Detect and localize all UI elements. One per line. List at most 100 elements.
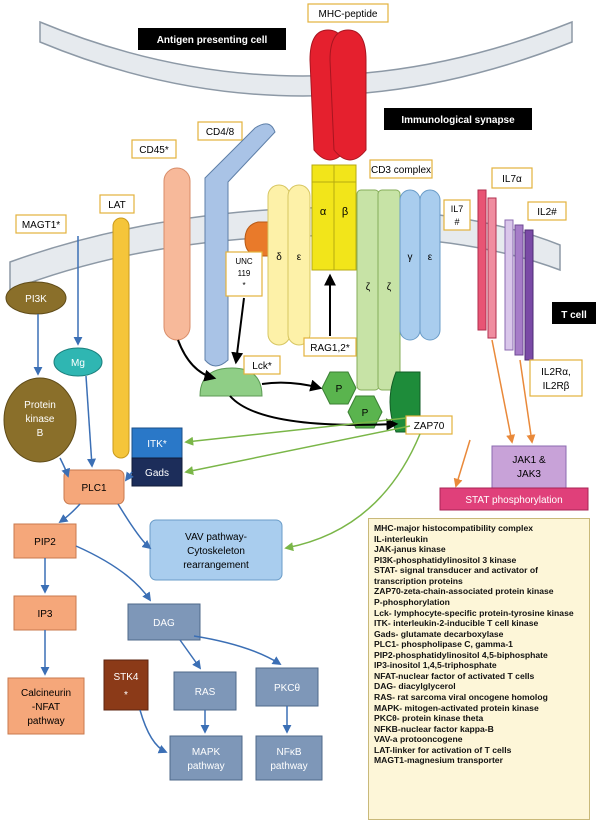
legend-entry: MAGT1-magnesium transporter: [374, 755, 503, 766]
ip3-node: [13, 595, 77, 631]
lck-label: Lck*: [252, 361, 272, 372]
unc-label-2: 119: [238, 269, 251, 278]
arrow-gads-plc1: [124, 471, 134, 482]
phospho-node-2: [347, 395, 383, 429]
rag-label: RAG1,2*: [310, 343, 350, 354]
il2-label-box: [527, 201, 567, 221]
vav-label-3: rearrangement: [183, 560, 249, 571]
apc-membrane: [39, 20, 573, 97]
dag-label: DAG: [153, 618, 175, 629]
il7-hash: #: [454, 217, 459, 227]
arrow-stk4-mapk: [139, 709, 168, 754]
vav-node: [149, 519, 283, 581]
cd3-gamma-chain: [399, 189, 421, 341]
legend-entry: MAPK- mitogen-activated protein kinase: [374, 702, 539, 713]
il2-receptor-chain-1: [504, 219, 514, 351]
il2-receptor-chain-3: [524, 229, 534, 361]
plc1-label: PLC1: [81, 483, 106, 494]
il7-alpha-label-box: [491, 167, 533, 189]
nfkb-label-2: pathway: [270, 761, 307, 772]
mg-label: Mg: [71, 358, 85, 369]
il7-label: IL7: [451, 204, 464, 214]
ip3-label: IP3: [37, 609, 52, 620]
ras-label: RAS: [195, 687, 216, 698]
lat-label-box: [99, 194, 135, 214]
jak-label-1: JAK1 &: [512, 455, 546, 466]
pi3k-label: PI3K: [25, 294, 47, 305]
calcineurin-label-3: pathway: [27, 716, 64, 727]
pip2-label: PIP2: [34, 537, 56, 548]
cd45-label-box: [131, 139, 177, 159]
apc-label: Antigen presenting cell: [157, 35, 268, 46]
cd3-delta-chain: [267, 184, 291, 346]
nfkb-label-1: NFκB: [277, 747, 302, 758]
legend-entry: VAV-a protooncogene: [374, 734, 463, 745]
arrow-mg-plc1: [85, 375, 97, 468]
legend-entry: PLC1- phospholipase C, gamma-1: [374, 639, 513, 650]
il2r-label-1: IL2Rα,: [541, 367, 571, 378]
mapk-node: [169, 735, 243, 781]
legend-entry: IP3-inositol 1,4,5-triphosphate: [374, 660, 497, 671]
unc-label: UNC: [235, 257, 253, 266]
legend-entry: MHC-major histocompatibility complex: [374, 523, 534, 533]
pkb-label-2: kinase: [26, 414, 55, 425]
lck-label-box: [243, 355, 281, 375]
stk4-label: STK4: [113, 672, 138, 683]
arrow-il7r-jak: [491, 339, 516, 444]
stk4-node: [103, 659, 149, 711]
unc-label-box: [225, 251, 263, 297]
phospho-label-1: P: [336, 384, 343, 395]
legend-entry: ZAP70-zeta-chain-associated protein kina…: [374, 586, 554, 597]
beta-label: β: [342, 206, 348, 218]
mhc-label-box: [307, 3, 389, 23]
legend-entry: RAS- rat sarcoma viral oncogene homolog: [374, 692, 548, 702]
legend-entry: Gads- glutamate decarboxylase: [374, 628, 504, 639]
legend-entry: ITK- interleukin-2-inducible T cell kina…: [374, 618, 539, 629]
vav-label-1: VAV pathway-: [185, 532, 247, 543]
pkc-label: PKCθ: [274, 683, 301, 694]
legend-entry: JAK-janus kinase: [374, 544, 446, 555]
calcineurin-label-2: -NFAT: [32, 702, 60, 713]
pi3k-node: [5, 281, 67, 315]
arrow-unc-lck: [231, 297, 245, 365]
stk4-label-2: *: [124, 690, 128, 701]
itk-label: ITK*: [147, 439, 167, 450]
arrow-dag-pkc: [193, 635, 282, 665]
legend-entry: LAT-linker for activation of T cells: [374, 744, 512, 755]
il2r-label-box: [529, 359, 583, 397]
vav-label-2: Cytoskeleton: [187, 546, 245, 557]
cd48-molecule: [204, 123, 276, 367]
tcell-label-box: [552, 302, 596, 324]
arrow-cd45-lck: [177, 339, 217, 382]
cd3-label-box: [369, 159, 433, 179]
arrow-pkb-plc1: [59, 457, 70, 478]
epsilon-label-2: ε: [428, 252, 433, 263]
legend-entry: NFAT-nuclear factor of activated T cells: [374, 670, 535, 681]
legend-entry: PIP2-phosphatidylinositol 4,5-biphosphat…: [374, 649, 548, 660]
epsilon-label-1: ε: [297, 252, 302, 263]
unc-label-3: *: [242, 281, 245, 290]
jak-node: [491, 445, 567, 489]
mg-node: [53, 347, 103, 377]
mhc-peptide-molecule: [309, 29, 367, 161]
tcr-beta-chain: [333, 164, 357, 271]
legend-entry: STAT- signal transducer and activator of…: [374, 565, 538, 586]
arrow-lck-zap70: [229, 395, 399, 431]
cd48-label: CD4/8: [206, 127, 235, 138]
arrow-jak-stat: [453, 439, 471, 488]
arrow-zap70-itk: [184, 417, 407, 446]
cd3-epsilon-chain-2: [419, 189, 441, 341]
synapse-label: Immunological synapse: [401, 115, 515, 126]
cd45-label: CD45*: [139, 145, 169, 156]
legend-entry: P-phosphorylation: [374, 596, 450, 607]
il7-receptor-chain-2: [487, 197, 497, 339]
arrow-il2r-jak: [519, 359, 536, 444]
ras-node: [173, 671, 237, 711]
cd45-molecule: [163, 167, 191, 341]
legend-entry: Lck- lymphocyte-specific protein-tyrosin…: [374, 607, 574, 618]
lat-label: LAT: [108, 200, 126, 211]
arrow-lck-phospho: [261, 379, 323, 392]
delta-label: δ: [276, 252, 282, 263]
zap70-label: ZAP70: [414, 421, 445, 432]
